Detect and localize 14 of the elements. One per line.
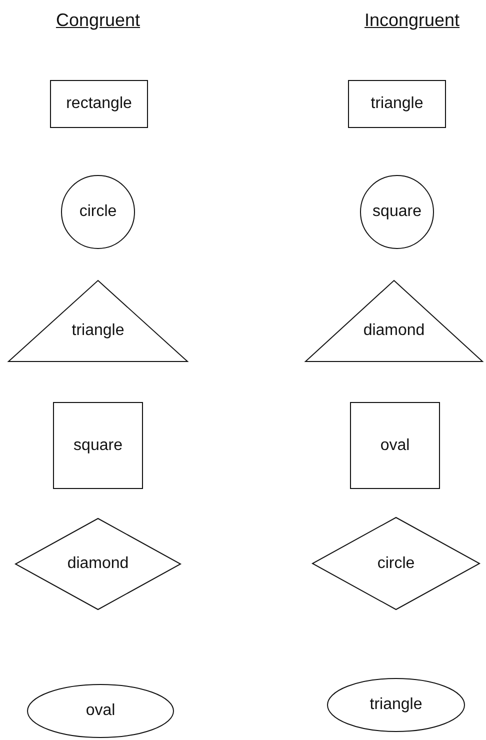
shape-label: diamond [363, 322, 425, 340]
shape-label: rectangle [66, 95, 132, 113]
shape-label: square [74, 436, 122, 454]
shape-label: circle [377, 554, 415, 572]
shape-label: triangle [370, 95, 424, 113]
shape-label: triangle [72, 322, 124, 340]
shape-label: circle [79, 203, 117, 221]
shape-label: diamond [67, 555, 129, 573]
shape-label: oval [86, 702, 116, 720]
shape-label: oval [380, 436, 410, 454]
shape-label: square [372, 203, 422, 221]
shape-label: triangle [370, 696, 422, 714]
column-heading: Congruent [56, 10, 140, 31]
column-heading: Incongruent [364, 10, 460, 31]
